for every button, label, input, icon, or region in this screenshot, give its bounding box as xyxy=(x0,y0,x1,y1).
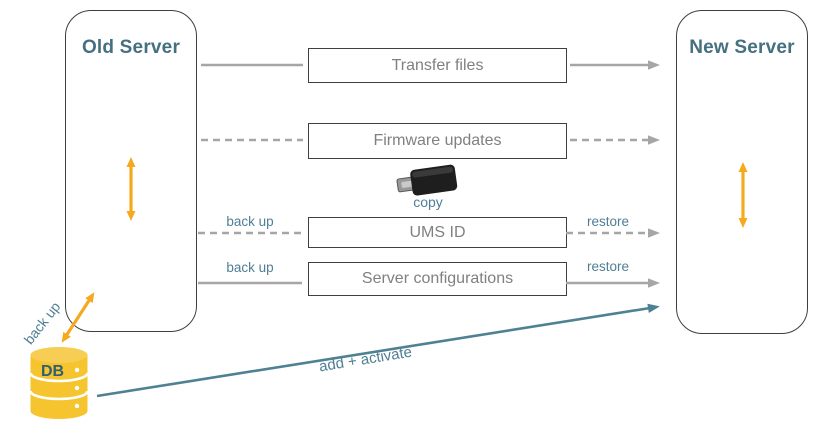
transfer-files-box: Transfer files xyxy=(308,48,567,83)
server-config-restore-label: restore xyxy=(586,259,630,274)
old-server-box: Old Server xyxy=(65,10,197,332)
firmware-updates-box: Firmware updates xyxy=(308,123,567,159)
server-config-backup-label: back up xyxy=(226,260,274,275)
new-server-title: New Server xyxy=(689,37,795,58)
old-server-title: Old Server xyxy=(81,37,181,58)
usb-stick-icon xyxy=(396,164,458,196)
server-configurations-box: Server configurations xyxy=(308,262,567,296)
add-activate-label: add + activate xyxy=(317,343,414,376)
ums-id-box: UMS ID xyxy=(308,217,567,248)
usb-copy-label: copy xyxy=(413,194,443,210)
database-icon: DB xyxy=(29,347,89,419)
db-label: DB xyxy=(41,363,64,380)
db-backup-label: back up xyxy=(20,298,64,348)
ums-id-restore-label: restore xyxy=(586,214,630,229)
new-server-box: New Server xyxy=(676,10,808,334)
ums-id-backup-label: back up xyxy=(226,214,274,229)
